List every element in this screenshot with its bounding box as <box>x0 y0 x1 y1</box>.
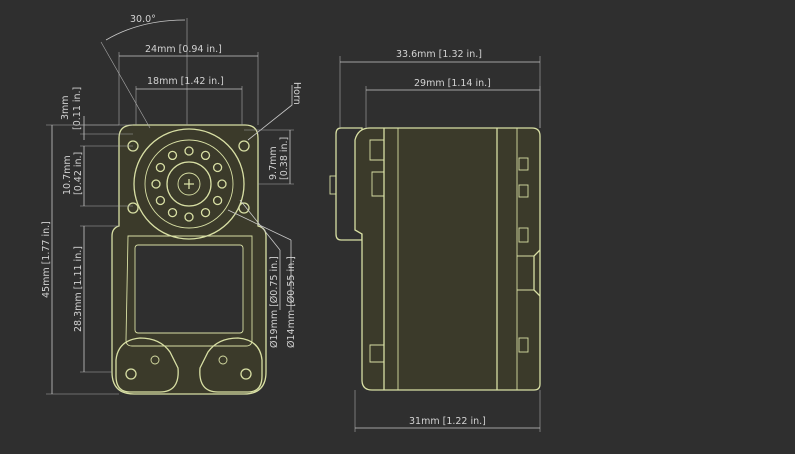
ear-hole-right <box>218 355 228 365</box>
horn-hole <box>212 195 223 206</box>
horn-hole <box>217 179 227 189</box>
height-10-7-label: 10.7mm <box>62 155 73 195</box>
side-horn-spline <box>329 175 337 195</box>
side-tab-4 <box>518 337 529 353</box>
bottom-ear-left <box>115 337 179 393</box>
side-clip-bottom <box>369 344 385 363</box>
front-view <box>111 124 267 395</box>
horn-hole <box>155 162 166 173</box>
height-3-in-label: [0.11 in.] <box>72 87 83 130</box>
side-tab-3 <box>518 227 529 243</box>
horn-ring <box>144 139 234 229</box>
height-10-7-in-label: [0.42 in.] <box>73 152 84 195</box>
side-view <box>329 127 541 391</box>
side-tab-2 <box>518 184 529 198</box>
horn-center-screw-icon <box>184 179 194 189</box>
height-28-3-label: 28.3mm [1.11 in.] <box>73 246 84 332</box>
mount-hole-mid-left <box>127 202 139 214</box>
horn-hole <box>167 207 178 218</box>
width-24-label: 24mm [0.94 in.] <box>145 44 222 55</box>
diameter-14-label: Ø14mm [Ø0.55 in.] <box>286 256 297 348</box>
side-clip-mid <box>371 171 385 197</box>
side-dimensions: 33.6mm [1.32 in.] 29mm [1.14 in.] 31mm [… <box>339 49 541 432</box>
width-33-6-label: 33.6mm [1.32 in.] <box>396 49 482 60</box>
front-label-window <box>134 244 244 334</box>
width-29-label: 29mm [1.14 in.] <box>414 78 491 89</box>
height-3-label: 3mm <box>60 95 71 120</box>
horn-hub <box>166 161 212 207</box>
side-body-outline <box>354 127 541 391</box>
horn-hole <box>200 207 211 218</box>
horn-hole <box>184 146 194 156</box>
ear-hole-left <box>150 355 160 365</box>
front-dimensions: 30.0° 24mm [0.94 in.] 18mm [1.42 in.] Ho… <box>41 14 302 395</box>
side-horn <box>335 127 363 241</box>
horn-label: Horn <box>291 82 302 105</box>
side-step <box>517 255 534 291</box>
horn-hole <box>167 150 178 161</box>
horn-hole <box>200 150 211 161</box>
mount-hole-top-right <box>238 140 250 152</box>
horn-hole <box>212 162 223 173</box>
bottom-ear-right <box>199 337 263 393</box>
angle-label: 30.0° <box>130 14 156 25</box>
side-tab-1 <box>518 157 529 171</box>
horn-hole-ring <box>151 146 227 222</box>
horn-hub-inner <box>177 172 201 196</box>
width-18-label: 18mm [1.42 in.] <box>147 76 224 87</box>
side-clip-top <box>369 139 385 161</box>
horn-hole <box>184 212 194 222</box>
height-9-7-label: 9.7mm <box>268 146 279 180</box>
width-31-label: 31mm [1.22 in.] <box>409 416 486 427</box>
mount-hole-bottom-left <box>125 368 137 380</box>
height-45-label: 45mm [1.77 in.] <box>41 221 52 298</box>
side-cable-bump <box>533 249 541 297</box>
horn-outer-circle <box>133 128 245 240</box>
diameter-19-label: Ø19mm [Ø0.75 in.] <box>269 256 280 348</box>
horn-hole <box>151 179 161 189</box>
height-9-7-in-label: [0.38 in.] <box>279 137 290 180</box>
mount-hole-bottom-right <box>240 368 252 380</box>
horn-hole <box>155 195 166 206</box>
